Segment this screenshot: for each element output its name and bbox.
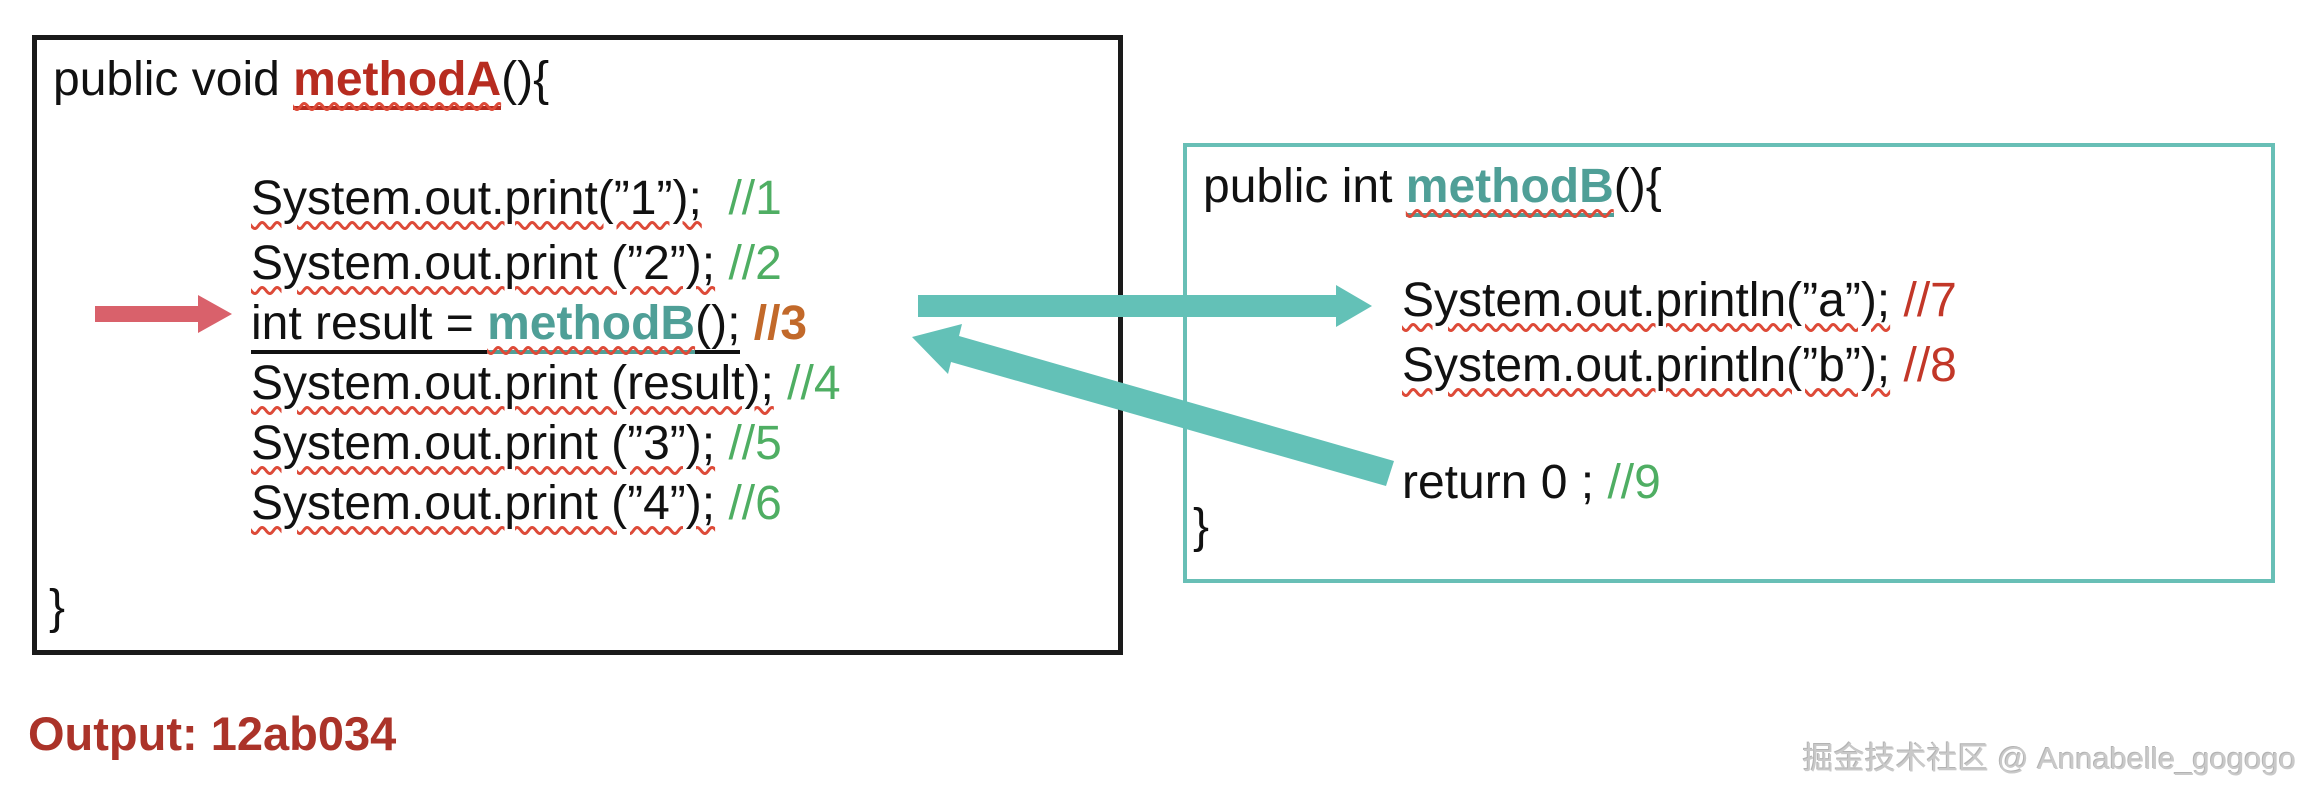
comment-1: //1 [728,172,782,225]
code-line-println-a: System.out.println(”a”); //7 [1402,273,1957,329]
watermark: 掘金技术社区 @ Annabelle_gogogo [1802,741,2296,776]
comment-9: //9 [1607,456,1661,509]
comment-3: //3 [753,297,808,350]
comment-6: //6 [728,477,782,530]
code-text: return 0 ; [1402,456,1608,509]
method-b-header: public int methodB(){ [1203,159,1662,217]
code-line-return: return 0 ; //9 [1402,455,1661,511]
code-text: System.out.print (result); [251,357,774,410]
gap [774,357,787,410]
comment-7: //7 [1903,274,1957,327]
code-text: System.out.print(”1”); [251,172,702,225]
code-line-print-3: System.out.print (”3”); //5 [251,416,782,472]
code-line-print-result: System.out.print (result); //4 [251,356,841,412]
gap [715,417,728,470]
method-b-closing-brace: } [1193,500,1210,553]
gap [1890,274,1903,327]
comment-2: //2 [728,237,782,290]
method-a-box: public void methodA(){ System.out.print(… [32,35,1123,655]
code-line-call-method-b: int result = methodB(); //3 [251,296,808,354]
method-a-closing-brace: } [49,581,66,634]
comment-4: //4 [787,357,841,410]
code-text: (); [695,297,741,354]
method-a-header: public void methodA(){ [53,52,550,110]
gap [715,477,728,530]
output-label: Output: 12ab034 [28,707,397,760]
comment-5: //5 [728,417,782,470]
gap [1890,339,1903,392]
comment-8: //8 [1903,339,1957,392]
code-line-print-4: System.out.print (”4”); //6 [251,476,782,532]
code-text: System.out.print (”2”); [251,237,716,290]
code-line-print-2: System.out.print (”2”); //2 [251,236,782,292]
code-text: int result = [251,297,488,354]
code-text: System.out.print (”4”); [251,477,716,530]
gap [715,237,728,290]
code-line-println-b: System.out.println(”b”); //8 [1402,338,1957,394]
method-b-call: methodB [487,297,696,354]
code-text: System.out.println(”a”); [1402,274,1891,327]
code-line-print-1: System.out.print(”1”); //1 [251,171,782,227]
gap [740,297,753,350]
header-suffix: (){ [1613,160,1662,213]
method-a-name: methodA [293,53,502,110]
method-b-name: methodB [1405,160,1614,217]
method-b-box: public int methodB(){ System.out.println… [1183,143,2275,583]
header-prefix: public void [53,53,294,106]
gap [702,172,729,225]
code-text: System.out.println(”b”); [1402,339,1891,392]
header-suffix: (){ [501,53,550,106]
code-text: System.out.print (”3”); [251,417,716,470]
header-prefix: public int [1203,160,1406,213]
